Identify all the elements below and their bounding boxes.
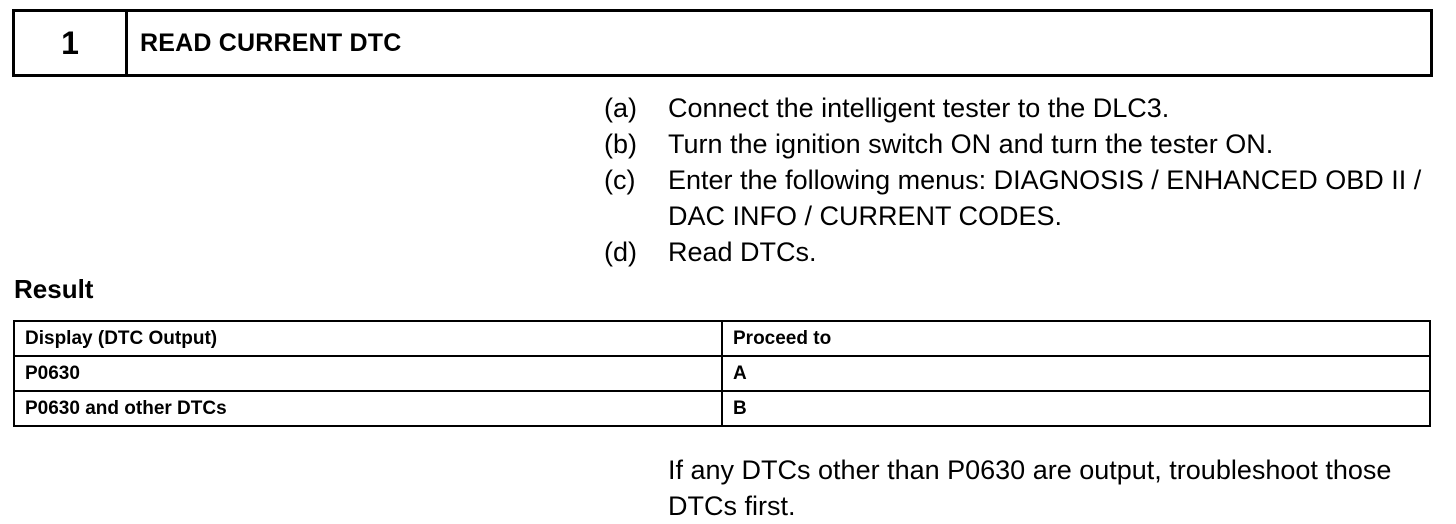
column-header-display: Display (DTC Output) bbox=[13, 320, 723, 357]
table-cell-proceed: B bbox=[721, 390, 1431, 427]
procedure-step-letter: (a) bbox=[604, 93, 637, 123]
table-row: P0630 A bbox=[13, 355, 1431, 392]
table-cell-display: P0630 and other DTCs bbox=[13, 390, 723, 427]
procedure-step-letter: (b) bbox=[604, 129, 637, 159]
procedure-step-letter: (d) bbox=[604, 237, 637, 267]
procedure-step: (b) Turn the ignition switch ON and turn… bbox=[604, 126, 1434, 162]
step-number: 1 bbox=[15, 12, 128, 74]
table-cell-proceed: A bbox=[721, 355, 1431, 392]
troubleshoot-note: If any DTCs other than P0630 are output,… bbox=[668, 455, 1392, 521]
table-header-row: Display (DTC Output) Proceed to bbox=[13, 320, 1431, 357]
step-header: 1 READ CURRENT DTC bbox=[12, 9, 1433, 77]
procedure-step: (a) Connect the intelligent tester to th… bbox=[604, 90, 1434, 126]
result-heading: Result bbox=[14, 274, 94, 304]
procedure-step: (c) Enter the following menus: DIAGNOSIS… bbox=[604, 162, 1434, 234]
procedure-step-text: Turn the ignition switch ON and turn the… bbox=[668, 129, 1274, 159]
table-cell-display: P0630 bbox=[13, 355, 723, 392]
table-row: P0630 and other DTCs B bbox=[13, 390, 1431, 427]
column-header-proceed: Proceed to bbox=[721, 320, 1431, 357]
procedure-step-text: Enter the following menus: DIAGNOSIS / E… bbox=[668, 165, 1422, 231]
procedure-steps: (a) Connect the intelligent tester to th… bbox=[604, 90, 1434, 270]
procedure-step-text: Read DTCs. bbox=[668, 237, 817, 267]
procedure-step-text: Connect the intelligent tester to the DL… bbox=[668, 93, 1170, 123]
step-title: READ CURRENT DTC bbox=[140, 28, 402, 57]
procedure-step-letter: (c) bbox=[604, 165, 636, 195]
result-table: Display (DTC Output) Proceed to P0630 A … bbox=[13, 320, 1431, 427]
procedure-step: (d) Read DTCs. bbox=[604, 234, 1434, 270]
